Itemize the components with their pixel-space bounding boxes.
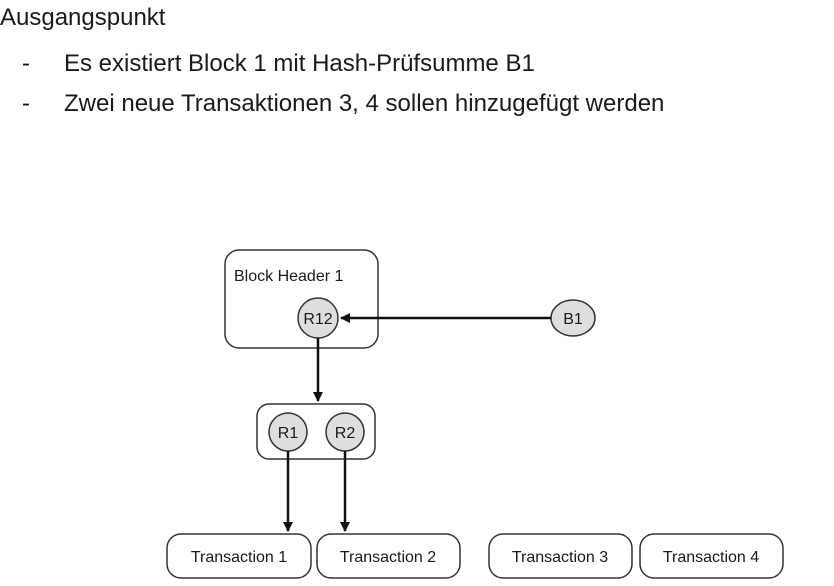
bullet-dash: - <box>22 50 30 77</box>
transaction-1-box <box>166 533 312 579</box>
transaction-4-label: Transaction 4 <box>663 549 759 566</box>
node-b1-label: B1 <box>563 311 583 328</box>
node-r12-label: R12 <box>303 311 332 328</box>
transaction-3-box <box>488 533 633 579</box>
bullet-dash: - <box>22 90 30 117</box>
block-header-label: Block Header 1 <box>234 268 343 285</box>
transaction-2-label: Transaction 2 <box>340 549 436 566</box>
transaction-1-label: Transaction 1 <box>191 549 287 566</box>
node-r2-label: R2 <box>335 425 356 442</box>
transaction-4-box <box>639 533 784 579</box>
bullet-text: Es existiert Block 1 mit Hash-Prüfsumme … <box>64 50 535 77</box>
block-header-box <box>224 249 379 349</box>
slide-heading: Ausgangspunkt <box>0 4 166 31</box>
node-r1-label: R1 <box>278 425 299 442</box>
bullet-text: Zwei neue Transaktionen 3, 4 sollen hinz… <box>64 90 665 117</box>
transaction-2-box <box>316 533 461 579</box>
transaction-3-label: Transaction 3 <box>512 549 608 566</box>
